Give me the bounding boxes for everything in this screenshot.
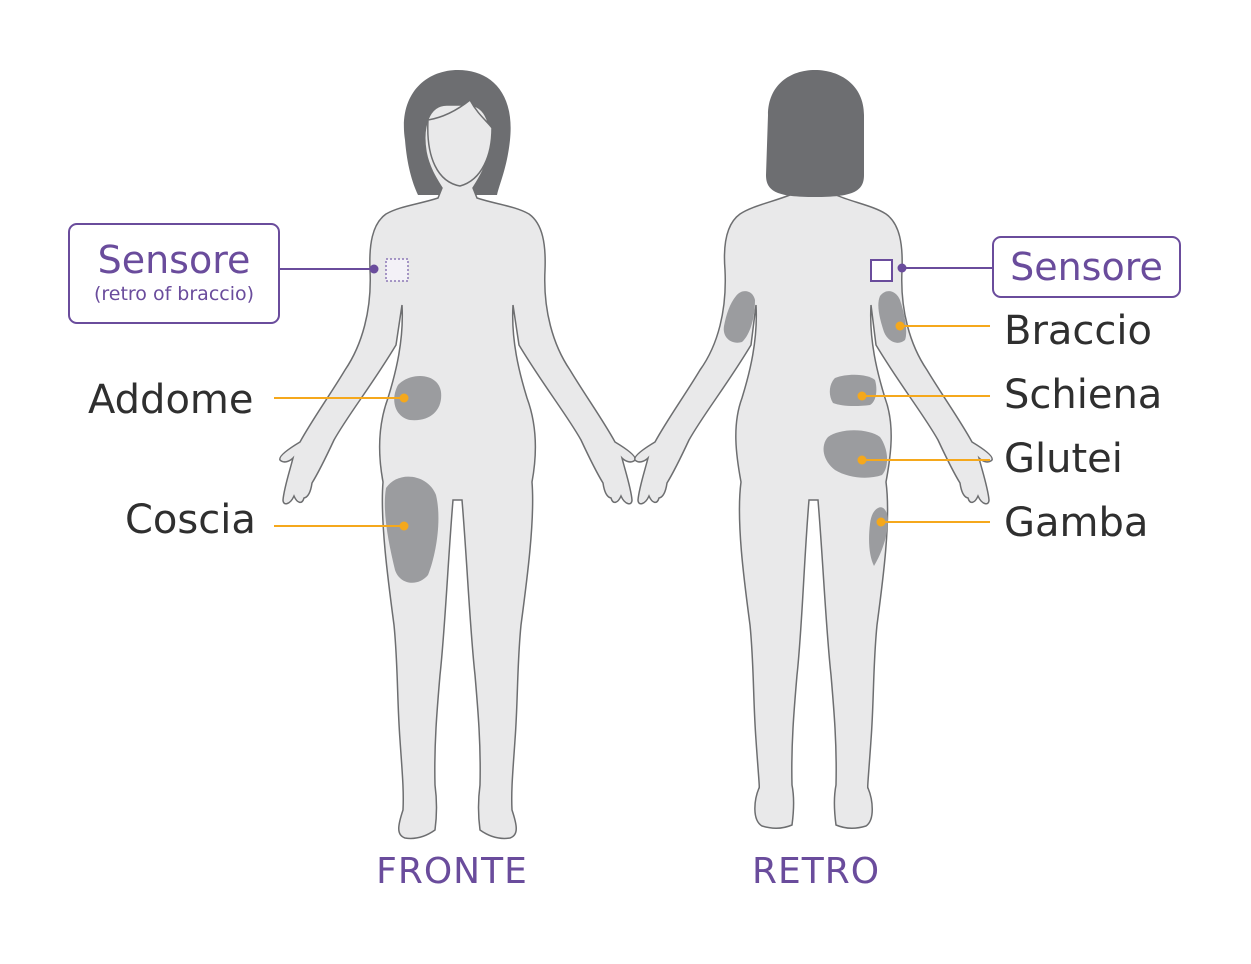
leg-label: Gamba [1004,500,1149,546]
buttocks-dot [857,455,867,465]
front-face [427,98,493,187]
back-sensor-callout: Sensore [992,236,1181,298]
back-body [634,149,993,829]
back-lower-back-zone [829,374,877,407]
front-abdomen-zone [394,375,442,421]
back-dot [857,391,867,401]
front-sensor-site [385,258,409,282]
back-label: Schiena [1004,372,1163,418]
arm-dot [895,321,905,331]
front-sensor-subtitle: (retro of braccio) [93,283,255,305]
thigh-label: Coscia [125,497,256,543]
back-caption: RETRO [751,851,881,892]
back-left-arm-zone [723,291,755,343]
leg-dot [876,517,886,527]
front-figure [279,70,636,840]
abdomen-dot [399,393,409,403]
front-sensor-callout: Sensore (retro of braccio) [68,223,280,324]
thigh-dot [399,521,409,531]
front-body [279,104,636,840]
arm-label: Braccio [1004,308,1152,354]
back-sensor-site [870,259,893,282]
back-hair [766,70,864,197]
abdomen-label: Addome [88,377,254,423]
leader-lines [274,263,993,531]
buttocks-label: Glutei [1004,436,1123,482]
front-thigh-zone [384,476,439,583]
back-buttocks-zone [823,430,888,478]
front-sensor-dot [369,264,379,274]
back-figure [634,70,993,829]
front-sensor-title: Sensore [97,238,251,282]
back-sensor-title: Sensore [1010,245,1163,289]
back-sensor-dot [897,263,907,273]
front-caption: FRONTE [376,851,528,892]
